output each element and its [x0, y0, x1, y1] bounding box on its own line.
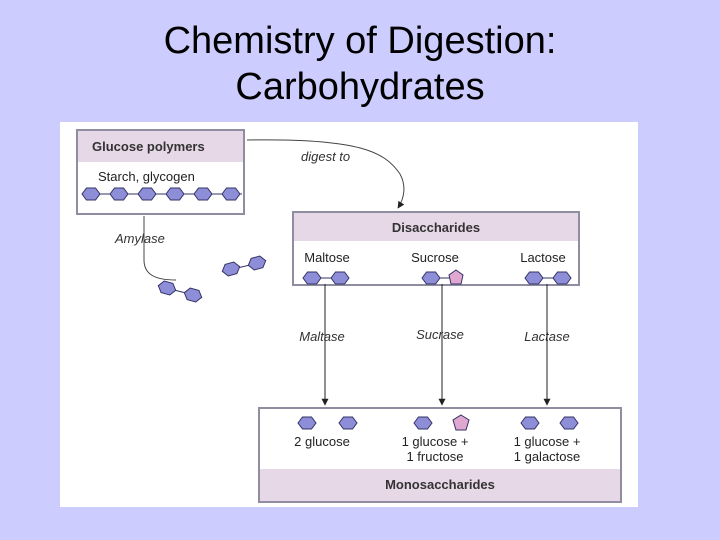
sucrose-label: Sucrose — [411, 250, 459, 265]
starch-glycogen-label: Starch, glycogen — [98, 169, 195, 184]
monosaccharide-label-2: 1 glucose + 1 fructose — [390, 434, 480, 464]
monosaccharide-label-1: 2 glucose — [278, 434, 366, 449]
maltase-label: Maltase — [299, 329, 345, 344]
glucose-polymers-box: Glucose polymers Starch, glycogen — [76, 129, 245, 215]
glucose-pair — [297, 416, 358, 430]
digest-to-label: digest to — [301, 149, 351, 164]
digest-to-arrow — [246, 139, 405, 209]
amylase-arrow — [143, 216, 177, 281]
maltose-molecule — [302, 271, 350, 285]
glucose-polymers-header: Glucose polymers — [78, 131, 243, 162]
maltose-label: Maltose — [304, 250, 350, 265]
monosaccharides-title: Monosaccharides — [385, 477, 495, 492]
monosaccharide-label-3: 1 glucose + 1 galactose — [500, 434, 594, 464]
mono-2-line-2: 1 fructose — [406, 449, 464, 464]
mono-2-line-1: 1 glucose + — [401, 434, 469, 449]
mono-3-line-2: 1 galactose — [513, 449, 581, 464]
digestion-figure: Glucose polymers Starch, glycogen Disacc… — [60, 122, 638, 507]
mono-3-line-1: 1 glucose + — [513, 434, 581, 449]
sucrose-molecule — [421, 269, 464, 285]
lactose-molecule — [524, 271, 572, 285]
diagram-shapes — [81, 139, 579, 431]
slide-title: Chemistry of Digestion: Carbohydrates — [0, 18, 720, 110]
starch-chain — [81, 187, 242, 201]
disaccharides-title: Disaccharides — [391, 220, 481, 235]
amylase-fragments — [156, 254, 268, 304]
disaccharides-header: Disaccharides — [294, 213, 578, 241]
mono-1-line-1: 2 glucose — [294, 434, 350, 449]
glucose-galactose — [520, 416, 579, 430]
monosaccharides-footer: Monosaccharides — [260, 469, 620, 501]
lactose-label: Lactose — [520, 250, 566, 265]
glucose-polymers-title: Glucose polymers — [92, 139, 205, 154]
amylase-label: Amylase — [115, 231, 165, 246]
sucrase-label: Sucrase — [416, 327, 464, 342]
title-line-2: Carbohydrates — [235, 66, 485, 108]
title-line-1: Chemistry of Digestion: — [163, 20, 557, 62]
glucose-fructose — [413, 414, 470, 431]
